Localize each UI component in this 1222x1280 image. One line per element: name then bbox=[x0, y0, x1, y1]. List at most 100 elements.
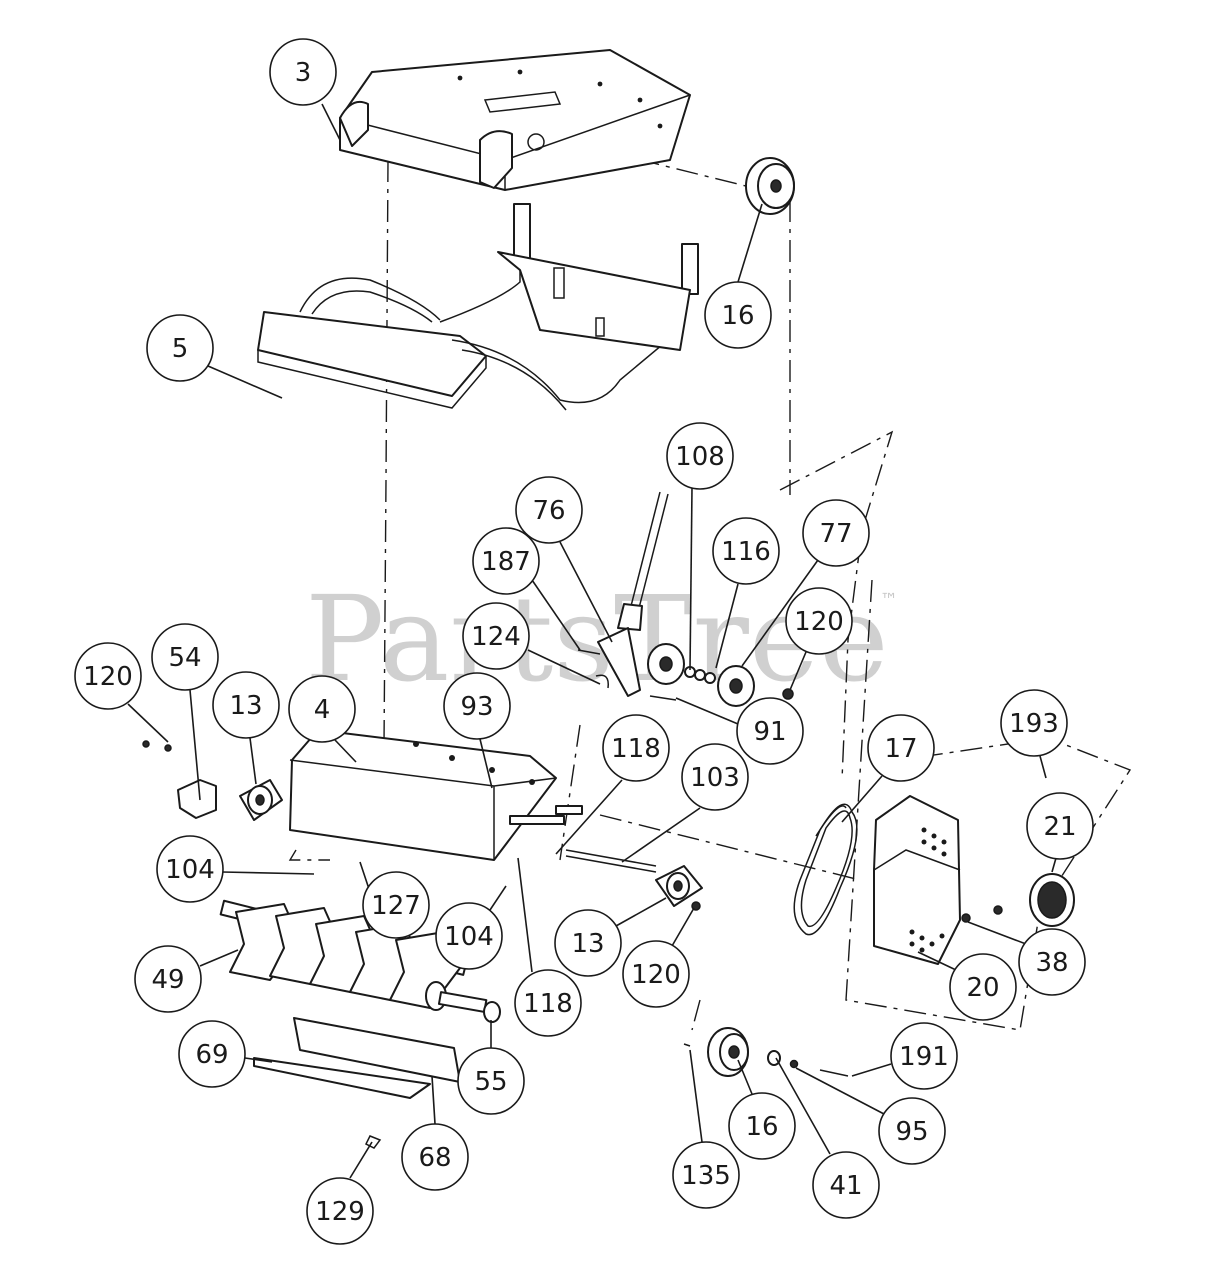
callout-circle bbox=[269, 38, 337, 106]
callout-circle bbox=[728, 1092, 796, 1160]
callout-leader-line bbox=[489, 885, 507, 911]
callout-leader-line bbox=[621, 807, 701, 863]
callout-number: 129 bbox=[315, 1197, 365, 1227]
callout-number: 55 bbox=[474, 1067, 507, 1097]
callout-193: 193 bbox=[1000, 689, 1068, 779]
callout-number: 116 bbox=[721, 537, 771, 567]
callout-number: 191 bbox=[899, 1042, 949, 1072]
callout-number: 5 bbox=[172, 334, 189, 364]
callout-number: 38 bbox=[1035, 948, 1068, 978]
callout-38: 38 bbox=[967, 921, 1086, 996]
callout-circle bbox=[672, 1141, 740, 1209]
belt-part bbox=[793, 803, 858, 936]
callout-number: 4 bbox=[314, 695, 331, 725]
idler-arm-part bbox=[577, 491, 794, 707]
tine-reel-part bbox=[219, 899, 501, 1023]
callout-124: 124 bbox=[462, 602, 601, 685]
callout-leader-line bbox=[737, 203, 763, 283]
callout-number: 118 bbox=[611, 734, 661, 764]
callout-leader-line bbox=[851, 1063, 892, 1077]
callout-116: 116 bbox=[712, 517, 780, 669]
callout-number: 193 bbox=[1009, 709, 1059, 739]
callout-number: 103 bbox=[690, 763, 740, 793]
callout-number: 16 bbox=[721, 301, 754, 331]
callout-circle bbox=[146, 314, 214, 382]
callout-leader-line bbox=[531, 579, 581, 651]
callout-17: 17 bbox=[841, 714, 935, 823]
belt-guard-part bbox=[873, 795, 1003, 965]
callout-circle bbox=[462, 602, 530, 670]
callout-leader-line bbox=[689, 487, 693, 671]
callout-circle bbox=[74, 642, 142, 710]
callout-leader-line bbox=[689, 1049, 703, 1143]
callout-leader-line bbox=[207, 365, 283, 399]
callout-leader-line bbox=[221, 871, 315, 875]
callout-13: 13 bbox=[554, 897, 667, 977]
callout-circle bbox=[515, 476, 583, 544]
callout-95: 95 bbox=[795, 1067, 946, 1165]
callout-circle bbox=[802, 499, 870, 567]
callout-circle bbox=[949, 953, 1017, 1021]
callout-number: 49 bbox=[151, 965, 184, 995]
upper-pulley-part bbox=[745, 157, 795, 215]
callout-circle bbox=[878, 1097, 946, 1165]
callout-circle bbox=[178, 1020, 246, 1088]
callout-leader-line bbox=[189, 689, 201, 801]
callout-41: 41 bbox=[775, 1057, 880, 1219]
lower-pulley-part bbox=[683, 1027, 849, 1077]
callout-number: 17 bbox=[884, 734, 917, 764]
callout-leader-line bbox=[249, 737, 257, 785]
callout-number: 95 bbox=[895, 1117, 928, 1147]
callout-circle bbox=[472, 527, 540, 595]
callout-number: 108 bbox=[675, 442, 725, 472]
callout-leader-line bbox=[775, 1057, 831, 1155]
callout-leader-line bbox=[917, 951, 957, 971]
callout-135: 135 bbox=[672, 1049, 740, 1209]
callout-leader-line bbox=[967, 921, 1027, 945]
right-bearing-part bbox=[565, 849, 703, 911]
callout-103: 103 bbox=[621, 743, 749, 863]
callout-leader-line bbox=[244, 1057, 273, 1063]
callout-54: 54 bbox=[151, 623, 219, 801]
callout-number: 69 bbox=[195, 1040, 228, 1070]
callout-number: 104 bbox=[165, 855, 215, 885]
left-bearing-part bbox=[142, 740, 283, 821]
callout-5: 5 bbox=[146, 314, 283, 399]
callout-circle bbox=[457, 1047, 525, 1115]
callout-circle bbox=[401, 1123, 469, 1191]
callout-number: 93 bbox=[460, 692, 493, 722]
callout-number: 124 bbox=[471, 622, 521, 652]
callout-circle bbox=[435, 902, 503, 970]
callout-number: 120 bbox=[631, 960, 681, 990]
callout-69: 69 bbox=[178, 1020, 273, 1088]
callout-120: 120 bbox=[785, 587, 853, 691]
callout-number: 41 bbox=[829, 1171, 862, 1201]
callout-leader-line bbox=[349, 1141, 373, 1179]
callout-number: 21 bbox=[1043, 812, 1076, 842]
callout-number: 68 bbox=[418, 1143, 451, 1173]
callout-circle bbox=[736, 697, 804, 765]
handle-frame-part bbox=[257, 203, 699, 411]
callout-circle bbox=[785, 587, 853, 655]
callout-number: 120 bbox=[794, 607, 844, 637]
callout-circle bbox=[514, 969, 582, 1037]
callout-leader-line bbox=[479, 738, 493, 789]
callout-number: 16 bbox=[745, 1112, 778, 1142]
callout-leader-line bbox=[527, 649, 601, 685]
callout-number: 120 bbox=[83, 662, 133, 692]
callout-circle bbox=[681, 743, 749, 811]
callout-leader-line bbox=[671, 907, 695, 947]
decal-part bbox=[1029, 873, 1075, 927]
callout-circle bbox=[443, 672, 511, 740]
callout-circle bbox=[212, 671, 280, 739]
callout-68: 68 bbox=[401, 1075, 469, 1191]
callout-number: 104 bbox=[444, 922, 494, 952]
callout-4: 4 bbox=[288, 675, 357, 763]
callout-20: 20 bbox=[917, 951, 1017, 1021]
watermark-trademark: ™ bbox=[880, 590, 898, 611]
callout-leader-line bbox=[334, 739, 357, 763]
callout-number: 3 bbox=[295, 58, 312, 88]
callout-leader-line bbox=[841, 775, 883, 823]
callout-leader-line bbox=[741, 559, 819, 667]
